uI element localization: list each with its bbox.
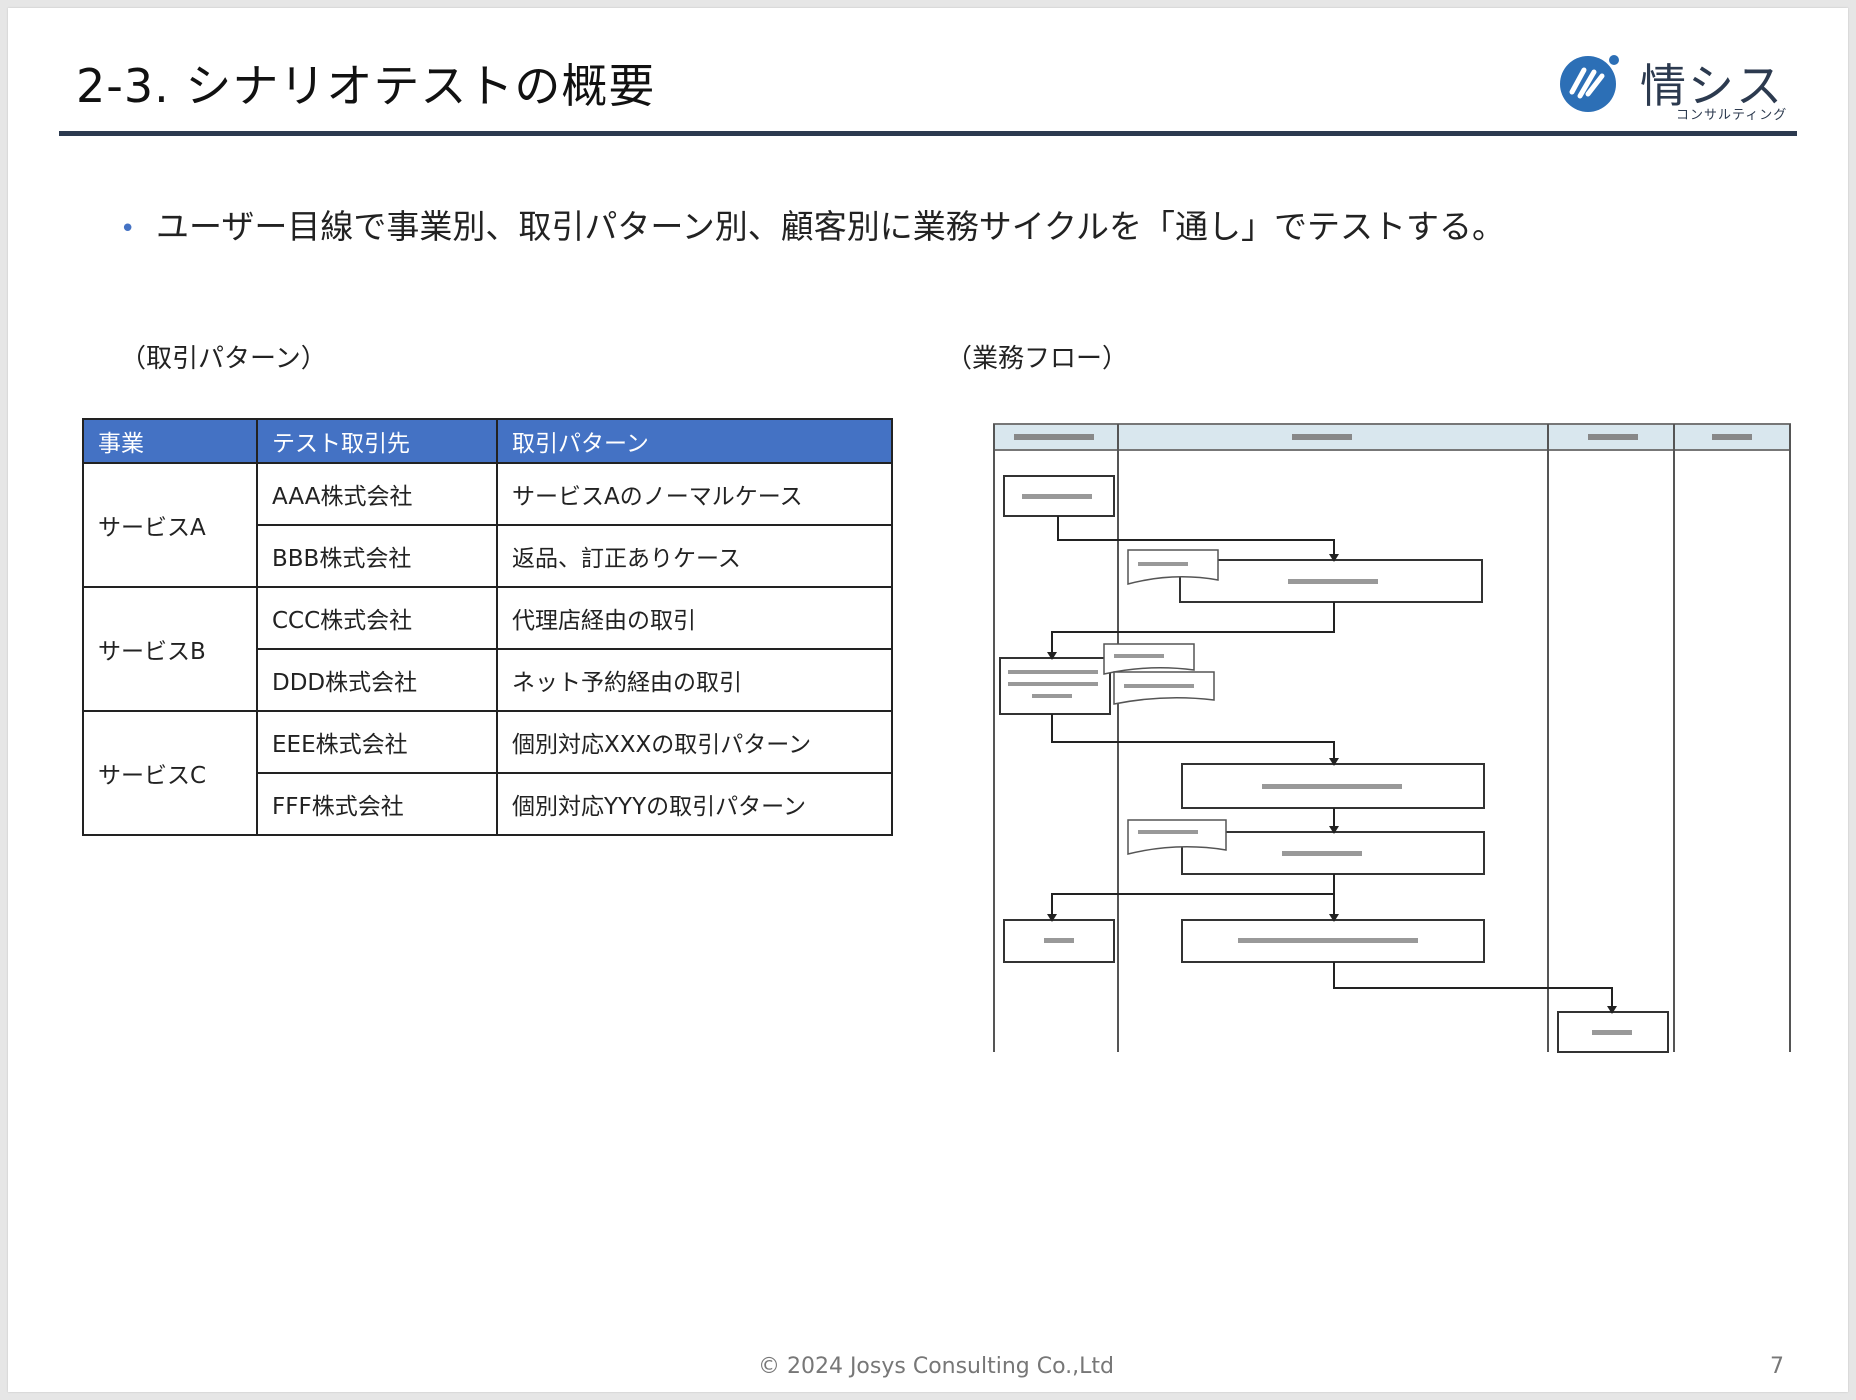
client-cell: EEE株式会社 xyxy=(256,710,498,774)
table-header-row: 事業 テスト取引先 取引パターン xyxy=(82,418,893,464)
header-test-client: テスト取引先 xyxy=(256,418,498,464)
pattern-cell: サービスAのノーマルケース xyxy=(496,462,893,526)
client-cell: DDD株式会社 xyxy=(256,648,498,712)
bullet-text: ユーザー目線で事業別、取引パターン別、顧客別に業務サイクルを「通し」でテストする… xyxy=(156,207,1506,246)
pattern-cell: ネット予約経由の取引 xyxy=(496,648,893,712)
table-row: FFF株式会社 個別対応YYYの取引パターン xyxy=(83,772,893,836)
business-cell: サービスB xyxy=(82,586,258,712)
pattern-cell: 個別対応XXXの取引パターン xyxy=(496,710,893,774)
header-pattern: 取引パターン xyxy=(496,418,893,464)
pattern-cell: 代理店経由の取引 xyxy=(496,586,893,650)
logo-text: 情シス xyxy=(1640,59,1784,113)
slide: 2-3. シナリオテストの概要 情シス コンサルティング • ユーザー目線で事業別… xyxy=(8,8,1848,1392)
client-cell: AAA株式会社 xyxy=(256,462,498,526)
table-row: DDD株式会社 ネット予約経由の取引 xyxy=(83,648,893,712)
business-flow-diagram xyxy=(993,423,1791,1053)
business-cell: サービスC xyxy=(82,710,258,836)
slide-title: 2-3. シナリオテストの概要 xyxy=(76,59,656,113)
client-cell: BBB株式会社 xyxy=(256,524,498,588)
table-row: サービスC EEE株式会社 個別対応XXXの取引パターン xyxy=(82,710,893,836)
logo-mark-icon xyxy=(1560,55,1619,112)
client-cell: FFF株式会社 xyxy=(256,772,498,836)
client-cell: CCC株式会社 xyxy=(256,586,498,650)
flow-section-label: （業務フロー） xyxy=(946,344,1129,374)
bullet-dot-icon: • xyxy=(120,213,136,244)
table-row: サービスA AAA株式会社 サービスAのノーマルケース xyxy=(82,462,893,588)
page-number: 7 xyxy=(1770,1354,1784,1379)
transaction-pattern-table: 事業 テスト取引先 取引パターン サービスA AAA株式会社 サービスAのノーマ… xyxy=(82,418,893,836)
business-cell: サービスA xyxy=(82,462,258,588)
pattern-cell: 返品、訂正ありケース xyxy=(496,524,893,588)
copyright-footer: © 2024 Josys Consulting Co.,Ltd xyxy=(757,1354,1115,1379)
title-divider xyxy=(59,131,1797,136)
table-section-label: （取引パターン） xyxy=(120,344,327,374)
bullet-item: • ユーザー目線で事業別、取引パターン別、顧客別に業務サイクルを「通し」でテストす… xyxy=(120,200,1505,248)
header-business: 事業 xyxy=(82,418,258,464)
company-logo: 情シス コンサルティング xyxy=(1558,48,1808,128)
pattern-cell: 個別対応YYYの取引パターン xyxy=(496,772,893,836)
table-row: サービスB CCC株式会社 代理店経由の取引 xyxy=(82,586,893,712)
table-row: BBB株式会社 返品、訂正ありケース xyxy=(83,524,893,588)
logo-subtext: コンサルティング xyxy=(1676,108,1788,123)
